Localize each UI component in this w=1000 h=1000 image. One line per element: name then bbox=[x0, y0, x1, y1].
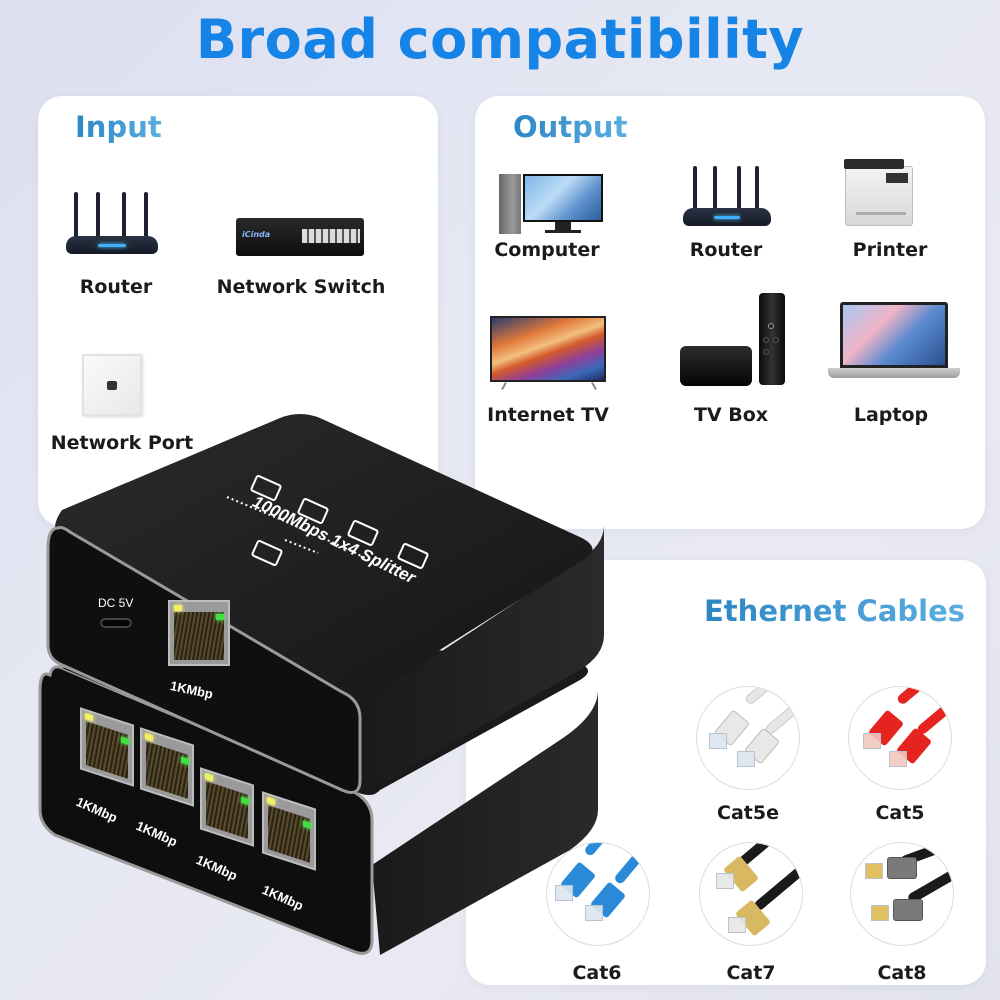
input-ethernet-port[interactable] bbox=[168, 600, 230, 666]
output-card: Output Computer Router Printer Internet … bbox=[475, 96, 985, 529]
computer-icon bbox=[499, 172, 605, 236]
printer-icon bbox=[844, 159, 913, 226]
router-icon bbox=[66, 186, 158, 254]
cable-label-cat5: Cat5 bbox=[875, 802, 925, 824]
dc-power-label: DC 5V bbox=[98, 596, 134, 610]
input-label-network-switch: Network Switch bbox=[216, 276, 386, 298]
input-card: Input Router iCinda Network Switch Netwo… bbox=[38, 96, 438, 526]
output-label-tv-box: TV Box bbox=[693, 404, 769, 426]
cat5-cable-icon bbox=[848, 686, 952, 790]
cable-label-cat5e: Cat5e bbox=[717, 802, 779, 824]
ethernet-cables-card: Ethernet Cables Cat5e Cat5 Cat6 bbox=[466, 560, 986, 985]
wall-port-icon bbox=[82, 354, 142, 416]
cable-label-cat8: Cat8 bbox=[877, 962, 927, 984]
usb-c-power-port[interactable] bbox=[100, 618, 132, 628]
output-label-router: Router bbox=[689, 239, 763, 261]
input-heading: Input bbox=[75, 110, 162, 144]
tv-icon bbox=[490, 316, 606, 382]
remote-icon bbox=[759, 293, 785, 385]
output-label-internet-tv: Internet TV bbox=[487, 404, 609, 426]
network-switch-icon: iCinda bbox=[236, 218, 364, 256]
laptop-icon bbox=[828, 302, 960, 380]
tv-box-icon bbox=[680, 346, 752, 386]
cat5e-cable-icon bbox=[696, 686, 800, 790]
output-label-laptop: Laptop bbox=[853, 404, 929, 426]
output-label-computer: Computer bbox=[494, 239, 600, 261]
output-label-printer: Printer bbox=[852, 239, 928, 261]
cables-heading: Ethernet Cables bbox=[704, 594, 966, 628]
cat7-cable-icon bbox=[699, 842, 803, 946]
page-title: Broad compatibility bbox=[195, 8, 805, 71]
cat6-cable-icon bbox=[546, 842, 650, 946]
input-label-network-port: Network Port bbox=[50, 432, 194, 454]
output-heading: Output bbox=[513, 110, 628, 144]
router-icon bbox=[683, 162, 771, 226]
input-label-router: Router bbox=[79, 276, 153, 298]
cat8-cable-icon bbox=[850, 842, 954, 946]
cable-label-cat6: Cat6 bbox=[572, 962, 622, 984]
cable-label-cat7: Cat7 bbox=[726, 962, 776, 984]
